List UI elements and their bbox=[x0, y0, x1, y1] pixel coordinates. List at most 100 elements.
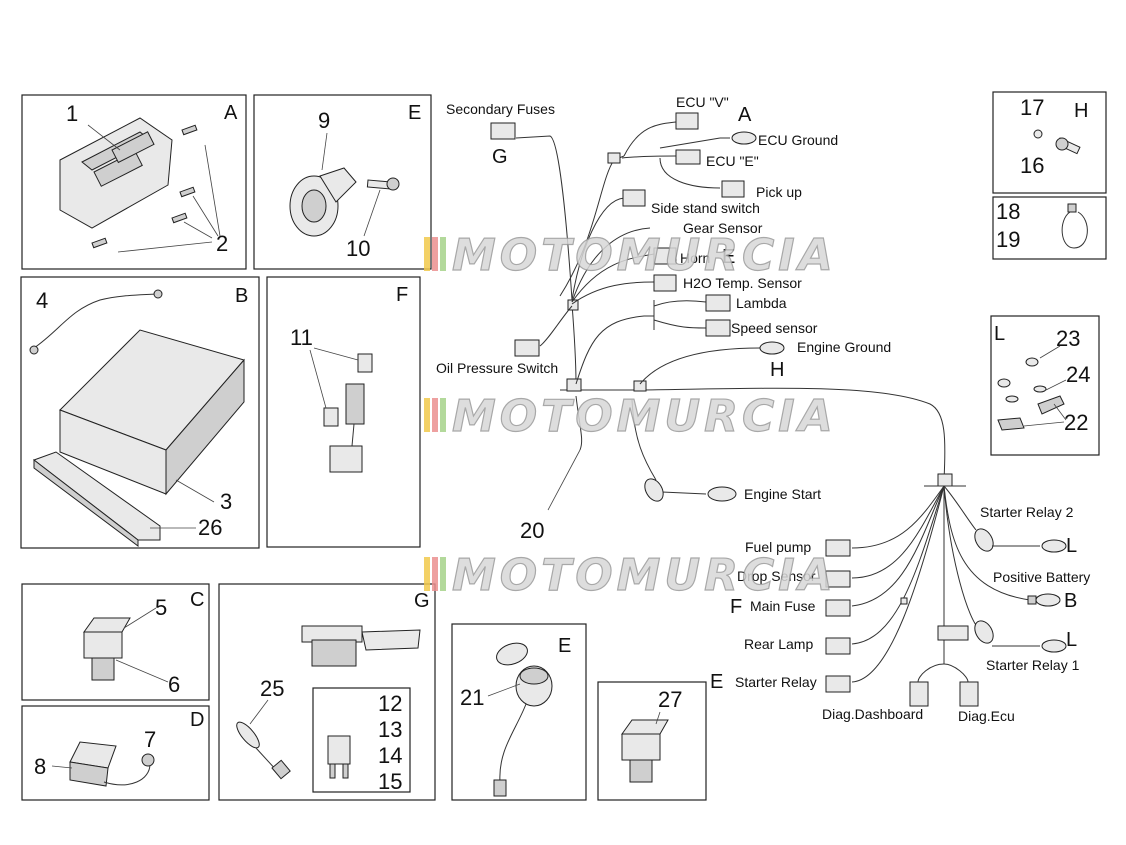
panel-letter: F bbox=[396, 284, 408, 306]
label-h2o: H2O Temp. Sensor bbox=[683, 275, 802, 291]
fuse-puller bbox=[236, 699, 291, 780]
connector-pick-up bbox=[721, 180, 745, 198]
part-number: 6 bbox=[168, 672, 180, 697]
fuse-subbox: 12 13 14 15 bbox=[312, 687, 411, 794]
washer-part bbox=[1005, 395, 1019, 403]
battery-pad bbox=[32, 451, 215, 547]
connector-fuel-pump bbox=[825, 539, 851, 557]
label-main-fuse: Main Fuse bbox=[750, 598, 816, 614]
label-rear-lamp: Rear Lamp bbox=[744, 636, 813, 652]
panel-e-horn: E 9 10 bbox=[253, 94, 432, 270]
washer-part bbox=[1033, 385, 1047, 393]
panel-f-fuses: F 11 bbox=[266, 276, 421, 548]
label-lambda: Lambda bbox=[736, 295, 787, 311]
panel-18-19-clip: 18 19 bbox=[992, 196, 1107, 260]
battery-part bbox=[59, 329, 245, 496]
label-fuel-pump: Fuel pump bbox=[745, 539, 811, 555]
part-number: 4 bbox=[36, 288, 48, 313]
screw-set bbox=[91, 124, 221, 253]
letter-g: G bbox=[492, 146, 508, 168]
terminal-part bbox=[997, 417, 1025, 431]
part-number: 15 bbox=[378, 769, 402, 794]
label-engine-start: Engine Start bbox=[744, 486, 821, 502]
letter-e: E bbox=[710, 671, 723, 693]
relay-part bbox=[83, 607, 169, 683]
part-number: 26 bbox=[198, 515, 222, 540]
fuse-holder bbox=[309, 347, 373, 473]
watermark-text: MOTOMURCIA bbox=[452, 391, 837, 442]
panel-letter: D bbox=[190, 709, 204, 731]
label-horn: Horn bbox=[680, 250, 710, 266]
panel-letter: E bbox=[558, 635, 571, 657]
panel-l-terminals: L 23 24 22 bbox=[990, 315, 1100, 456]
battery-cable bbox=[29, 289, 163, 355]
part-number: 3 bbox=[220, 489, 232, 514]
cable-tie-part bbox=[1061, 203, 1088, 249]
connector-ecu-v bbox=[675, 112, 699, 130]
panel-letter: E bbox=[408, 102, 421, 124]
label-ecu-ground: ECU Ground bbox=[758, 132, 838, 148]
connector-oil-pressure bbox=[514, 339, 540, 357]
part-number: 11 bbox=[290, 325, 313, 350]
panel-letter: L bbox=[994, 323, 1005, 345]
connector-horn bbox=[653, 247, 677, 265]
letter-f: F bbox=[730, 596, 742, 618]
letter-h: H bbox=[770, 359, 784, 381]
letter-l: L bbox=[1066, 535, 1077, 557]
label-ecu-e: ECU "E" bbox=[706, 153, 759, 169]
watermark-text: MOTOMURCIA bbox=[452, 550, 837, 601]
part-number: 23 bbox=[1056, 326, 1080, 351]
panel-g-fusebox: G 25 12 13 14 15 bbox=[218, 583, 436, 801]
watermark-text: MOTOMURCIA bbox=[452, 230, 837, 281]
label-positive-battery: Positive Battery bbox=[993, 569, 1090, 585]
label-engine-ground: Engine Ground bbox=[797, 339, 891, 355]
part-number: 2 bbox=[216, 231, 228, 256]
watermark-1: MOTOMURCIA bbox=[424, 229, 837, 282]
part-number: 19 bbox=[996, 227, 1020, 252]
terminal-engine-ground bbox=[759, 341, 785, 355]
connector-rear-lamp bbox=[825, 637, 851, 655]
connector-diag-ecu bbox=[959, 681, 979, 707]
part-number-20: 20 bbox=[520, 518, 544, 543]
letter-a: A bbox=[738, 104, 752, 126]
connector-starter-relay bbox=[825, 675, 851, 693]
connector-lambda bbox=[705, 294, 731, 312]
label-ecu-v: ECU "V" bbox=[676, 94, 729, 110]
label-starter-relay-1: Starter Relay 1 bbox=[986, 657, 1080, 673]
panel-27-relay: 27 bbox=[597, 681, 707, 801]
part-number: 5 bbox=[155, 595, 167, 620]
panel-letter: G bbox=[414, 590, 430, 612]
horn-part bbox=[289, 132, 357, 237]
terminal-positive-battery bbox=[1027, 593, 1061, 607]
main-harness bbox=[490, 112, 1067, 707]
relay-part bbox=[621, 711, 669, 783]
part-number: 9 bbox=[318, 108, 330, 133]
panel-letter: C bbox=[190, 589, 204, 611]
connector-h2o bbox=[653, 274, 677, 292]
nut-part bbox=[997, 378, 1011, 388]
sensor-part bbox=[51, 741, 155, 787]
panel-h-bolt: H 17 16 bbox=[992, 91, 1107, 194]
horn-bolt bbox=[363, 177, 400, 237]
label-side-stand: Side stand switch bbox=[651, 200, 760, 216]
part-number: 24 bbox=[1066, 362, 1090, 387]
part-number: 22 bbox=[1064, 410, 1088, 435]
washer-part bbox=[1033, 129, 1043, 139]
fusebox-part bbox=[301, 625, 421, 667]
label-pick-up: Pick up bbox=[756, 184, 802, 200]
part-number: 10 bbox=[346, 236, 370, 261]
label-secondary-fuses: Secondary Fuses bbox=[446, 101, 555, 117]
part-number: 8 bbox=[34, 754, 46, 779]
panel-letter: H bbox=[1074, 100, 1088, 122]
part-number: 13 bbox=[378, 717, 402, 742]
part-number: 17 bbox=[1020, 95, 1044, 120]
terminal-part bbox=[1037, 395, 1065, 415]
part-number: 16 bbox=[1020, 153, 1044, 178]
letter-e: E bbox=[722, 246, 735, 268]
part-number: 14 bbox=[378, 743, 402, 768]
label-starter-relay: Starter Relay bbox=[735, 674, 817, 690]
panel-letter: A bbox=[224, 102, 238, 124]
connector-side-stand bbox=[622, 189, 646, 207]
connector-main-fuse bbox=[825, 599, 851, 617]
